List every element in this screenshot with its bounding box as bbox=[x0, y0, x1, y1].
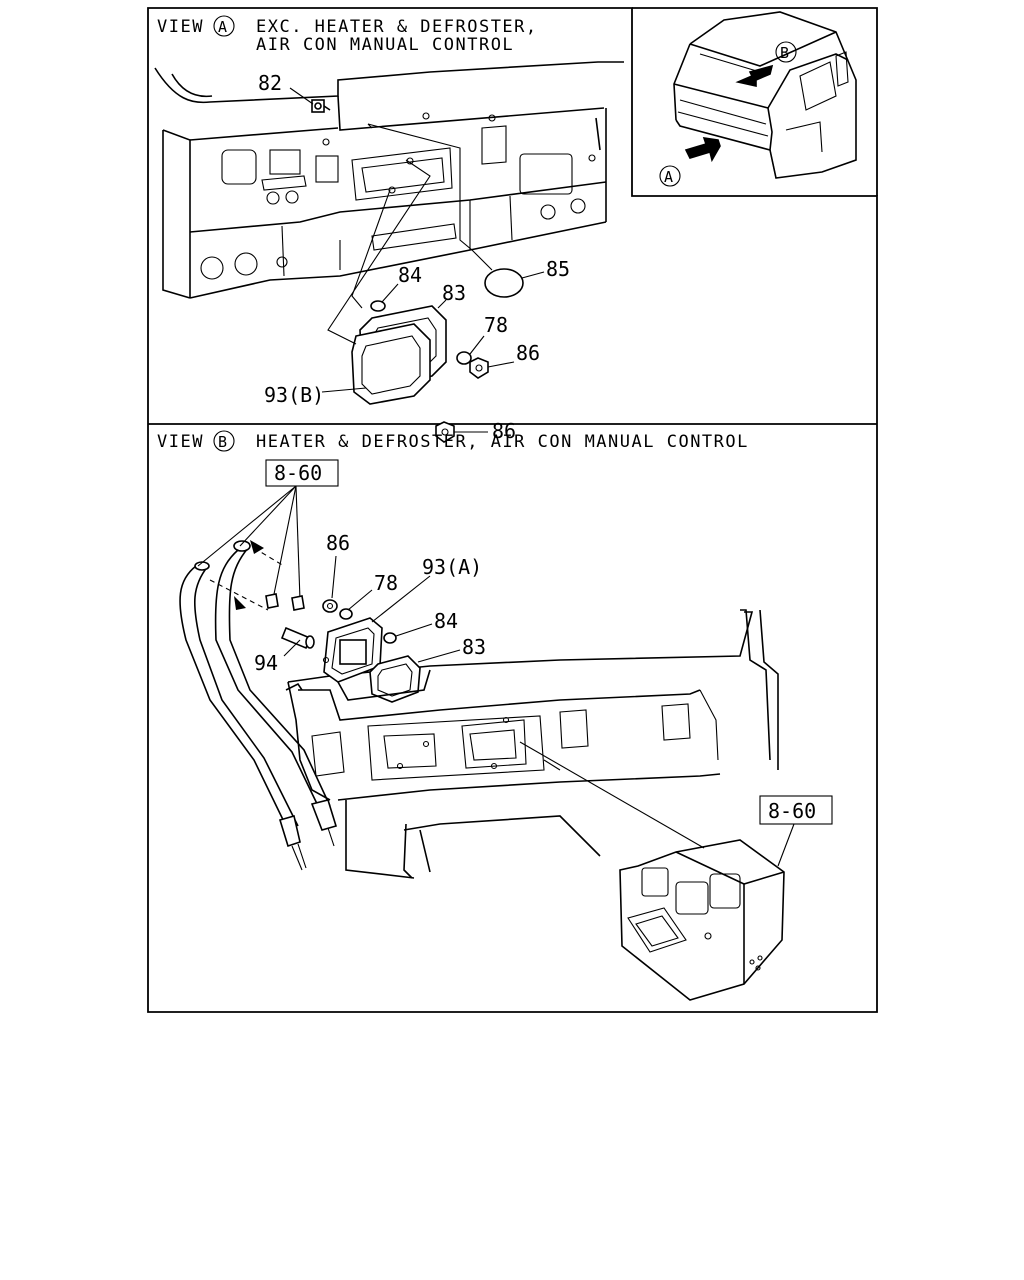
callout-78-a: 78 bbox=[484, 313, 508, 337]
callout-85: 85 bbox=[546, 257, 570, 281]
bolt-82 bbox=[311, 99, 331, 113]
callout-86-a: 86 bbox=[516, 341, 540, 365]
arrow-a-icon bbox=[684, 137, 721, 163]
callout-84-b: 84 bbox=[434, 609, 458, 633]
nut-86-a bbox=[469, 357, 489, 379]
callout-86-c: 86 bbox=[326, 531, 350, 555]
view-a-header: VIEW A EXC. HEATER & DEFROSTER, AIR CON … bbox=[157, 15, 538, 55]
callout-78-b: 78 bbox=[374, 571, 398, 595]
ref-box-top-label: 8-60 bbox=[274, 461, 322, 485]
callout-86-b: 86 bbox=[492, 419, 516, 443]
callout-93b: 93(B) bbox=[264, 383, 324, 407]
callout-83-b: 83 bbox=[462, 635, 486, 659]
heater-unit-drawing bbox=[619, 823, 795, 1001]
view-b-callouts: 86 78 93(A) 84 83 94 bbox=[254, 531, 486, 675]
ref-box-bottom-label: 8-60 bbox=[768, 799, 816, 823]
inset-marker-b-icon bbox=[775, 41, 797, 63]
view-b-letter: B bbox=[218, 433, 227, 451]
arrow-b-icon bbox=[735, 64, 774, 87]
callout-83-a: 83 bbox=[442, 281, 466, 305]
inset-marker-a: A bbox=[664, 168, 673, 186]
washer-84-b bbox=[383, 632, 397, 644]
cover-93a bbox=[322, 617, 383, 683]
view-a-title-line1: EXC. HEATER & DEFROSTER, bbox=[256, 17, 538, 37]
callout-93a: 93(A) bbox=[422, 555, 482, 579]
view-b-header: VIEW B HEATER & DEFROSTER, AIR CON MANUA… bbox=[157, 430, 749, 452]
washer-78-a bbox=[456, 351, 472, 365]
gasket-83-b bbox=[369, 655, 421, 703]
inset-marker-b: B bbox=[780, 44, 789, 62]
view-a-title-line2: AIR CON MANUAL CONTROL bbox=[256, 35, 514, 55]
inset-marker-a-icon bbox=[659, 165, 681, 187]
callout-94: 94 bbox=[254, 651, 278, 675]
view-a-letter: A bbox=[218, 18, 227, 36]
cover-93b bbox=[351, 323, 431, 405]
view-a-callouts: 82 84 85 83 78 86 93(B) 86 bbox=[258, 71, 570, 443]
view-a-parts bbox=[311, 99, 524, 443]
ref-box-top: 8-60 bbox=[265, 459, 339, 487]
washer-86-b bbox=[322, 599, 338, 613]
view-b-parts bbox=[265, 593, 431, 703]
cables-drawing bbox=[179, 485, 338, 871]
view-b-dashboard-drawing bbox=[287, 609, 779, 879]
inset-cab-drawing: A B bbox=[659, 11, 857, 187]
washer-84-a bbox=[370, 300, 386, 312]
callout-84-a: 84 bbox=[398, 263, 422, 287]
cable-94 bbox=[280, 626, 315, 650]
nut-86-b bbox=[435, 421, 455, 443]
view-b-circle-icon bbox=[213, 430, 235, 452]
view-a-circle-icon bbox=[213, 15, 235, 37]
diagram-frame bbox=[147, 7, 878, 1013]
callout-82: 82 bbox=[258, 71, 282, 95]
view-b-title: HEATER & DEFROSTER, AIR CON MANUAL CONTR… bbox=[256, 432, 749, 452]
view-a-word: VIEW bbox=[157, 17, 204, 37]
view-a-panel-drawing bbox=[154, 61, 624, 299]
view-b-word: VIEW bbox=[157, 432, 204, 452]
washer-78-b bbox=[339, 608, 353, 620]
ref-box-bottom: 8-60 bbox=[759, 795, 833, 825]
plug-85 bbox=[484, 268, 524, 298]
